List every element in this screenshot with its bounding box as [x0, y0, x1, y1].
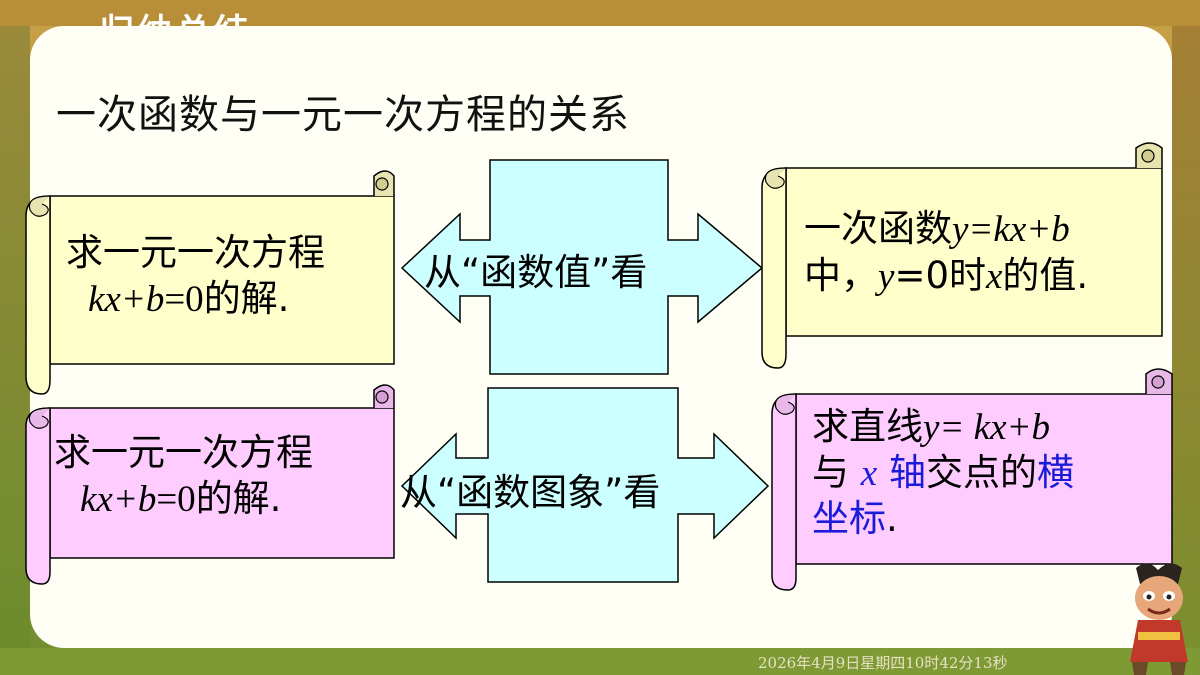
double-arrow-function-value: 从“函数值”看 — [400, 158, 766, 376]
double-arrow-function-graph: 从“函数图象”看 — [398, 386, 772, 584]
scroll-shape — [761, 142, 1163, 369]
equation-text-1: 求一元一次方程 kx+b=0的解. — [66, 230, 325, 324]
equation-expr: kx+b — [88, 279, 165, 321]
scroll-shape — [25, 384, 395, 585]
horizontal-word: 横 — [1036, 451, 1074, 495]
line-2-prefix: 中， — [804, 254, 878, 298]
equation-tail: 的解. — [195, 477, 282, 521]
function-expr: y= kx+b — [923, 407, 1050, 448]
timestamp: 2026年4月9日星期四10时42分13秒 — [758, 654, 1008, 672]
arrow-label-1: 从“函数值”看 — [424, 251, 648, 294]
double-arrow-shape — [400, 387, 770, 583]
arrow-label-2: 从“函数图象”看 — [400, 471, 661, 514]
scroll-function-1: 一次函数y=kx+b 中，y=0时x的值. — [758, 138, 1168, 370]
equation-tail: 的解. — [203, 277, 290, 321]
function-text-1: 一次函数y=kx+b 中，y=0时x的值. — [804, 206, 1088, 301]
equation-text-2: 求一元一次方程 kx+b=0的解. — [54, 430, 313, 524]
var-x: x — [860, 453, 878, 495]
scroll-shape — [771, 368, 1173, 591]
cartoon-character-icon — [1130, 563, 1188, 675]
double-arrow-shape — [400, 159, 764, 375]
equation-expr: kx+b — [80, 479, 157, 521]
line-1-prefix: 求直线 — [812, 405, 923, 448]
line-2-mid: =0时 — [894, 254, 986, 298]
line-2-tail: 的值. — [1002, 254, 1089, 298]
axis-word: 轴 — [877, 451, 926, 495]
function-text-2: 求直线y= kx+b 与 x 轴交点的横 坐标. — [812, 404, 1074, 541]
var-x: x — [985, 256, 1003, 298]
line-1: 求一元一次方程 — [54, 431, 313, 474]
function-expr: y=kx+b — [952, 209, 1070, 250]
scroll-equation-2: 求一元一次方程 kx+b=0的解. — [22, 382, 398, 586]
line-1: 求一元一次方程 — [66, 231, 325, 274]
slide-title: 一次函数与一元一次方程的关系 — [56, 92, 630, 138]
period: . — [886, 497, 898, 541]
coordinate-word: 坐标 — [812, 497, 886, 541]
equation-zero: =0 — [164, 279, 204, 321]
line-2-mid: 交点的 — [925, 451, 1037, 495]
equation-zero: =0 — [156, 479, 196, 521]
scroll-equation-1: 求一元一次方程 kx+b=0的解. — [22, 166, 398, 396]
line-1-prefix: 一次函数 — [804, 207, 952, 250]
scroll-function-2: 求直线y= kx+b 与 x 轴交点的横 坐标. — [768, 364, 1174, 592]
line-2-prefix: 与 — [812, 451, 861, 495]
scroll-shape — [25, 170, 395, 395]
var-y: y — [878, 256, 895, 298]
